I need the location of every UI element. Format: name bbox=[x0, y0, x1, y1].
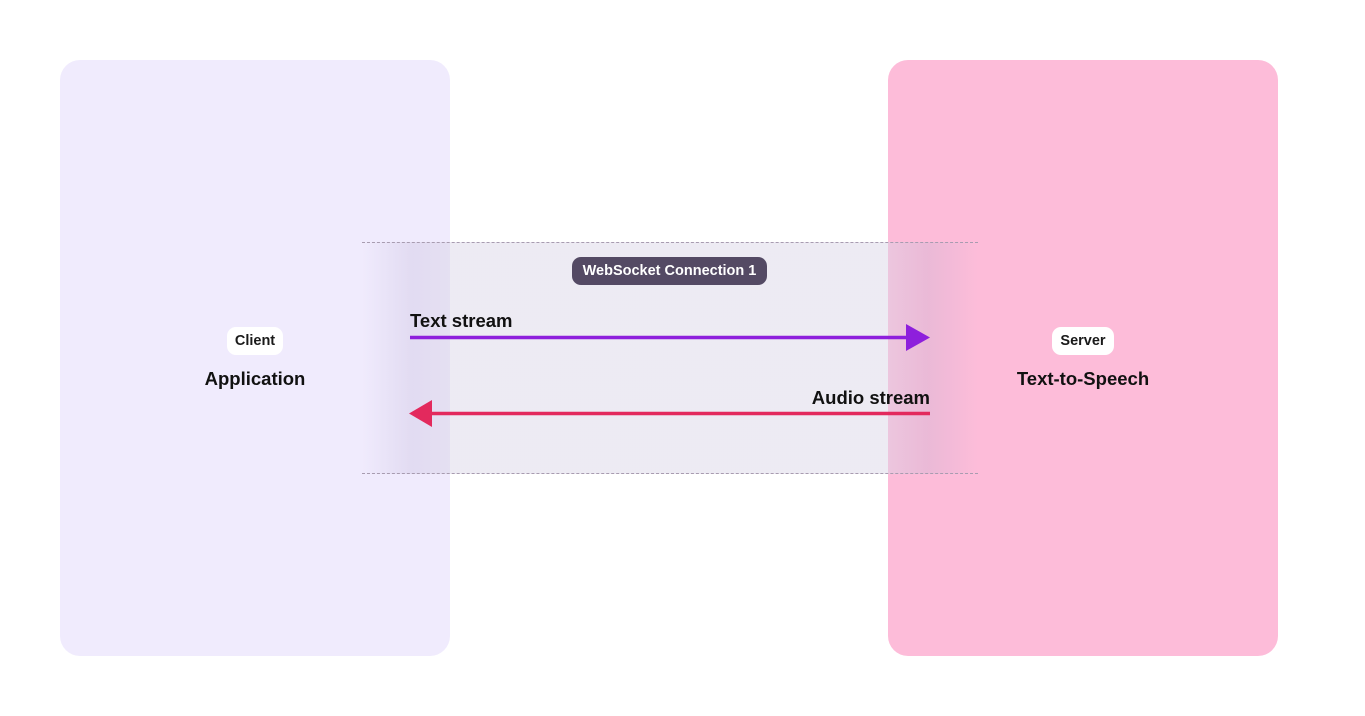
connection-badge: WebSocket Connection 1 bbox=[572, 257, 767, 285]
connection-top-border bbox=[362, 242, 978, 243]
server-panel bbox=[888, 60, 1278, 656]
audio-stream-label: Audio stream bbox=[811, 387, 930, 408]
server-title: Text-to-Speech bbox=[1016, 368, 1150, 389]
audio-stream-arrow bbox=[409, 400, 930, 427]
connection-bottom-border bbox=[362, 473, 978, 474]
text-stream-arrow bbox=[410, 324, 930, 351]
client-role-badge: Client bbox=[227, 327, 283, 355]
text-stream-arrowhead bbox=[906, 324, 930, 351]
client-title: Application bbox=[204, 368, 306, 389]
text-stream-label: Text stream bbox=[410, 310, 513, 331]
server-role-badge: Server bbox=[1052, 327, 1114, 355]
audio-stream-arrowhead bbox=[409, 400, 432, 427]
client-panel bbox=[60, 60, 450, 656]
